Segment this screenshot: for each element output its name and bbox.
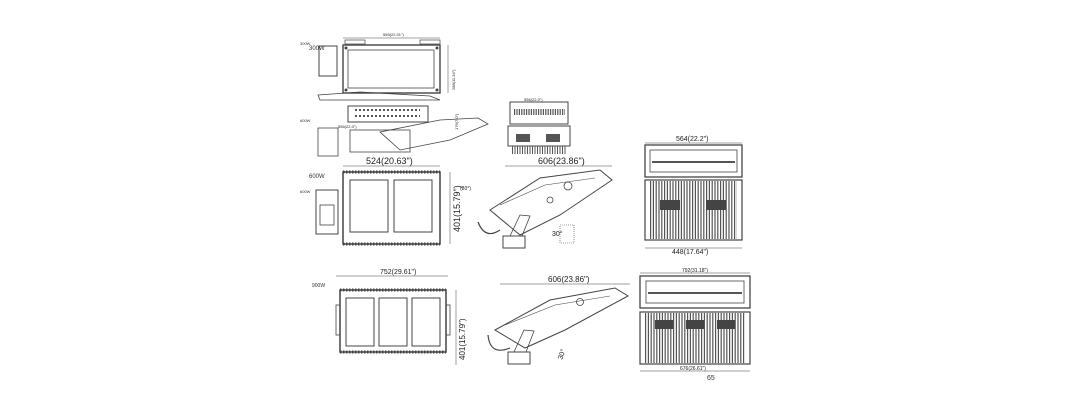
dim-300w-width: 559(22.01") [383, 32, 404, 37]
lens-600w-right [393, 179, 433, 233]
dim-600w-depth: 606(23.86") [538, 156, 585, 166]
view-600w-top-small: 556(22.0") [507, 97, 571, 154]
housing-900w [339, 289, 447, 353]
page-number: 65 [707, 375, 715, 382]
lens-900w-3 [411, 297, 441, 347]
model-label-300w: 300W [309, 46, 325, 52]
model-label-300w-small: 300W [300, 41, 311, 46]
model-label-600w-side: 600W [300, 189, 311, 194]
view-900w-front: 900W 752(29.61") 401(15.79") [312, 269, 467, 365]
base-plate-600w [502, 235, 526, 249]
dim-900w-depth: 606(23.86") [548, 275, 590, 284]
housing-600w-top [644, 144, 743, 178]
dim-900w-top-width: 792(31.18") [682, 268, 708, 274]
dim-900w-height: 401(15.79") [458, 318, 467, 360]
view-600w-top: 564(22.2") 448(17.64") [644, 136, 743, 256]
fins-600w [644, 179, 743, 241]
view-900w-top: 792(31.18") 676(26.61") [639, 268, 751, 372]
housing-600w-side [489, 169, 613, 236]
mount-bracket-600w [315, 189, 339, 235]
fin-pattern [355, 109, 420, 117]
dim-900w-width: 752(29.61") [380, 269, 416, 276]
dim-600w-top-depth: 448(17.64") [672, 249, 708, 256]
model-label-900w: 900W [312, 283, 325, 289]
base-plate-900w [507, 351, 531, 365]
svg-text:556(22.0"): 556(22.0") [524, 97, 543, 102]
housing-300w [342, 44, 441, 94]
svg-text:176(7.0"): 176(7.0") [454, 113, 459, 130]
model-label-600w-small: 600W [300, 118, 311, 123]
view-900w-side-angle: 606(23.86") 30° [487, 275, 630, 365]
angle-600w: 30° [552, 230, 563, 238]
view-300w-front: 300W 300W 559(22.01") 288(11.34") [300, 32, 456, 101]
angle-900w: 30° [556, 348, 567, 361]
model-label-600w: 600W [309, 174, 325, 180]
fin-block-600w-top [347, 105, 429, 123]
dim-600w-height: 401(15.79") [452, 185, 462, 232]
dim-900w-top-depth: 676(26.61") [680, 366, 706, 372]
view-600w-side-small: 600W 556(22.0") 176(7.0") [300, 105, 489, 157]
dim-300w-height: 288(11.34") [451, 69, 456, 90]
cable-600w [477, 221, 501, 235]
fins-900w [639, 311, 751, 365]
lens-300w [347, 49, 435, 89]
view-600w-side-angle: 606(23.86") (80°) 30° [460, 156, 613, 249]
cable-900w [487, 334, 511, 351]
lens-900w-1 [345, 297, 375, 347]
housing-900w-side [493, 287, 630, 349]
dim-600w-width: 524(20.63") [366, 156, 413, 166]
angle-600w-tilt: (80°) [460, 186, 471, 192]
housing-600w [342, 171, 441, 245]
view-600w-front: 600W 600W 524(20.63") 401(15.79") [300, 156, 462, 246]
lens-900w-2 [378, 297, 408, 347]
mount-bracket-300w [318, 45, 338, 77]
lens-600w-left [349, 179, 389, 233]
dim-600w-top-width: 564(22.2") [676, 136, 708, 143]
housing-900w-top [639, 275, 751, 309]
svg-text:556(22.0"): 556(22.0") [338, 124, 357, 129]
